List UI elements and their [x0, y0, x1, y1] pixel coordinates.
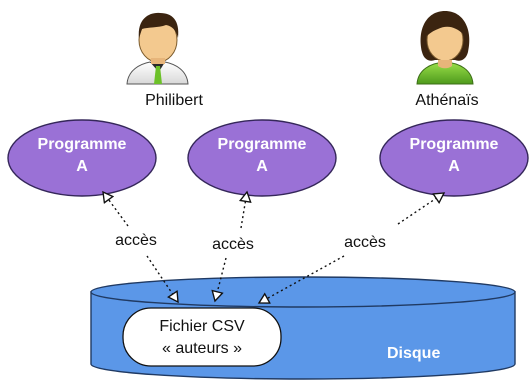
program-label-3-line2: A [448, 158, 460, 175]
access-arrow-2-down [215, 257, 227, 301]
disk-label: Disque [387, 345, 441, 362]
program-label-2: Programme A [192, 134, 332, 178]
user-name-philibert: Philibert [145, 92, 203, 109]
program-label-3: Programme A [384, 134, 524, 178]
file-label: Fichier CSV « auteurs » [127, 316, 277, 360]
user-name-athenais: Athénaïs [415, 92, 479, 109]
access-arrow-2-up [241, 192, 247, 229]
program-ellipse-2 [187, 119, 337, 197]
access-label-2: accès [212, 236, 254, 253]
access-label-1: accès [115, 232, 157, 249]
woman-avatar-icon [416, 11, 474, 85]
access-arrow-3-up [397, 193, 444, 225]
file-box [122, 307, 282, 367]
man-avatar-icon [126, 12, 189, 85]
file-label-line1: Fichier CSV [159, 318, 245, 335]
program-ellipse-3 [379, 119, 529, 197]
program-label-1-line1: Programme [37, 136, 127, 153]
program-label-2-line1: Programme [217, 136, 307, 153]
file-label-line2: « auteurs » [161, 340, 243, 357]
program-ellipse-1 [7, 119, 157, 197]
access-arrow-1-up [103, 192, 129, 227]
program-label-3-line1: Programme [409, 136, 499, 153]
program-label-1: Programme A [12, 134, 152, 178]
program-label-2-line2: A [256, 158, 268, 175]
access-label-3: accès [344, 234, 386, 251]
access-arrow-3-down [259, 255, 345, 303]
program-label-1-line2: A [76, 158, 88, 175]
access-arrow-1-down [146, 255, 178, 302]
